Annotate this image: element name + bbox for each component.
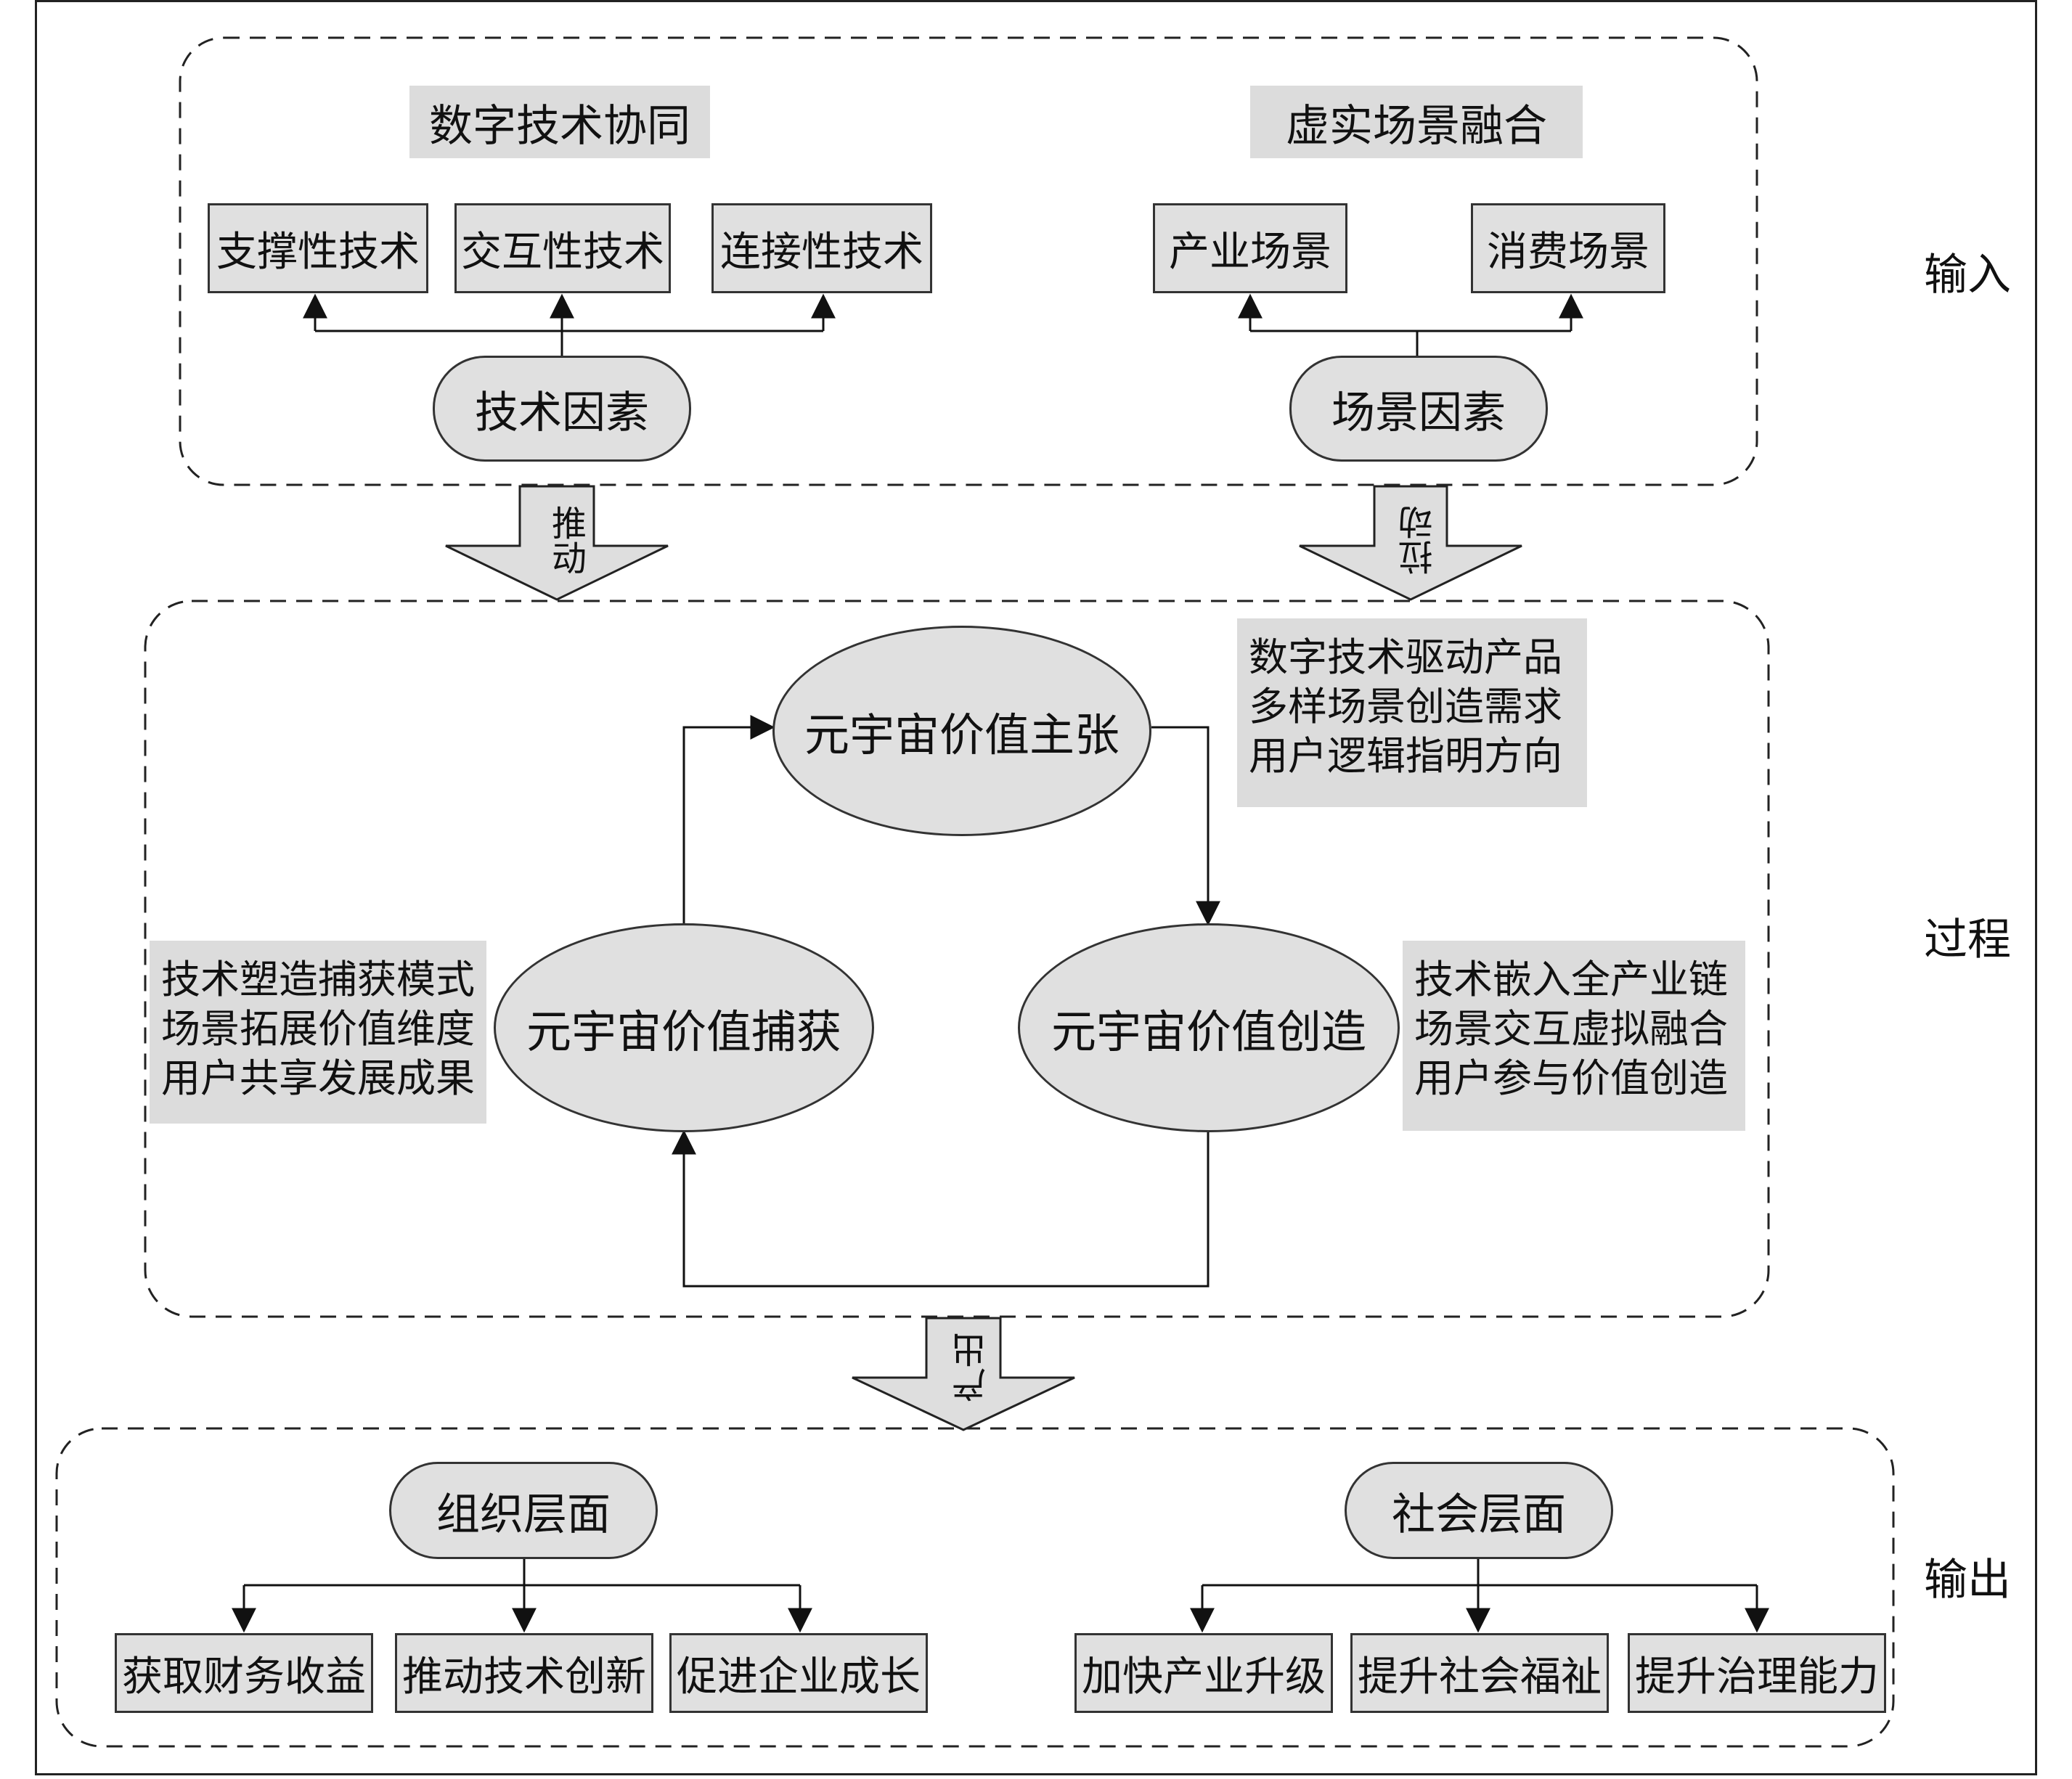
capture-notes: 技术塑造捕获模式 场景拓展价值维度 用户共享发展成果 (150, 941, 486, 1124)
outer-frame (35, 0, 2037, 1775)
scene-factor-node: 场景因素 (1289, 356, 1548, 462)
produce-label: 产出 (952, 1333, 992, 1402)
stage-label-process: 过程 (1924, 915, 2011, 965)
connection-tech-box: 连接性技术 (711, 203, 932, 293)
creation-notes: 技术嵌入全产业链 场景交互虚拟融合 用户参与价值创造 (1403, 941, 1745, 1131)
value-creation-node: 元宇宙价值创造 (1018, 923, 1400, 1132)
society-level-connectors (1190, 1559, 1769, 1633)
produce-arrow (852, 1317, 1075, 1431)
value-proposition-node: 元宇宙价值主张 (772, 626, 1151, 836)
proposition-notes: 数字技术驱动产品 多样场景创造需求 用户逻辑指明方向 (1237, 618, 1587, 807)
governance-box: 提升治理能力 (1628, 1633, 1886, 1713)
input-group-border (179, 36, 1758, 486)
org-level-node: 组织层面 (389, 1462, 658, 1559)
note-line: 数字技术驱动产品 (1249, 634, 1562, 680)
pull-label: 拉动 (1399, 505, 1440, 575)
scene-factor-connectors (1238, 293, 1583, 356)
tech-factor-connectors (303, 293, 836, 356)
stage-label-input: 输入 (1924, 250, 2011, 300)
org-level-connectors (232, 1559, 812, 1633)
consumer-scene-box: 消费场景 (1471, 203, 1665, 293)
note-line: 用户共享发展成果 (161, 1055, 475, 1101)
society-level-node: 社会层面 (1345, 1462, 1613, 1559)
note-line: 场景拓展价值维度 (161, 1006, 475, 1052)
financial-return-box: 获取财务收益 (115, 1633, 373, 1713)
tech-factor-node: 技术因素 (433, 356, 691, 462)
note-line: 场景交互虚拟融合 (1414, 1006, 1728, 1052)
note-line: 多样场景创造需求 (1249, 684, 1562, 729)
note-line: 技术塑造捕获模式 (161, 957, 475, 1002)
industry-upgrade-box: 加快产业升级 (1074, 1633, 1333, 1713)
push-arrow (445, 485, 669, 601)
scene-group-title: 虚实场景融合 (1250, 86, 1583, 158)
note-line: 用户逻辑指明方向 (1249, 733, 1562, 779)
pull-arrow (1299, 485, 1522, 601)
process-group-border (144, 600, 1770, 1318)
tech-innovation-box: 推动技术创新 (395, 1633, 653, 1713)
support-tech-box: 支撑性技术 (208, 203, 428, 293)
enterprise-growth-box: 促进企业成长 (669, 1633, 928, 1713)
note-line: 技术嵌入全产业链 (1414, 957, 1728, 1002)
push-label: 推动 (545, 505, 586, 575)
tech-group-title: 数字技术协同 (409, 86, 710, 158)
value-capture-node: 元宇宙价值捕获 (494, 923, 874, 1132)
social-welfare-box: 提升社会福祉 (1350, 1633, 1609, 1713)
interaction-tech-box: 交互性技术 (454, 203, 671, 293)
industry-scene-box: 产业场景 (1153, 203, 1347, 293)
stage-label-output: 输出 (1924, 1555, 2011, 1606)
note-line: 用户参与价值创造 (1414, 1055, 1728, 1101)
value-cycle-connectors (672, 715, 1220, 1288)
output-group-border (55, 1427, 1895, 1748)
